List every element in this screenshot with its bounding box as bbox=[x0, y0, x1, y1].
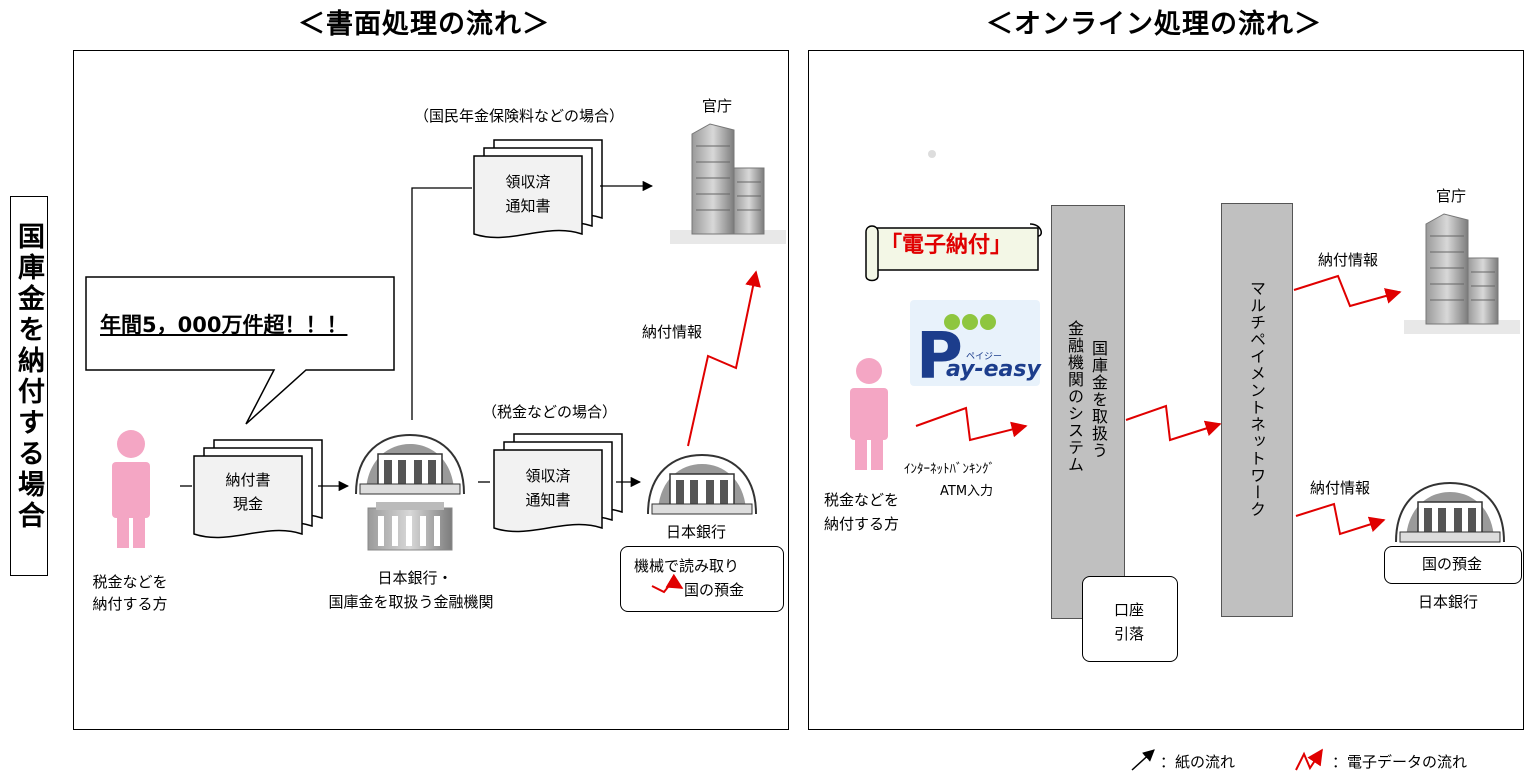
bank-building-icon bbox=[1395, 481, 1505, 543]
pay-easy-logo-icon: P bbox=[910, 300, 1040, 394]
paper-payer-label-1: 税金などを bbox=[92, 573, 168, 591]
electronic-flow-legend-icon bbox=[1295, 748, 1323, 771]
doc3-label-1: 領収済 bbox=[505, 173, 551, 191]
fi-label-col1: 金融機関のシステム bbox=[1065, 320, 1084, 473]
office-building-icon bbox=[1404, 213, 1520, 334]
online-payer-label-2: 納付する方 bbox=[824, 515, 900, 533]
faint-dot bbox=[928, 150, 936, 158]
side-title: 国庫金を納付する場合 bbox=[13, 222, 44, 532]
network-label: マルチペイメントネットワーク bbox=[1247, 280, 1266, 518]
channel-label-1: ｲﾝﾀｰﾈｯﾄﾊﾞﾝｷﾝｸﾞ bbox=[904, 462, 995, 477]
tax-case-label: （税金などの場合） bbox=[482, 403, 618, 421]
bank-label-2: 国庫金を取扱う金融機関 bbox=[328, 593, 494, 611]
scroll-banner bbox=[865, 223, 1043, 282]
doc1-label-2: 現金 bbox=[232, 495, 263, 513]
document-stack-icon bbox=[193, 439, 323, 539]
document-stack-icon bbox=[493, 433, 623, 533]
bank-office-icon bbox=[367, 502, 453, 551]
channel-label-2: ATM入力 bbox=[940, 484, 994, 499]
multi-payment-network-bar bbox=[1221, 203, 1293, 617]
account-debit-box bbox=[1082, 576, 1178, 662]
account-label-1: 口座 bbox=[1113, 601, 1144, 619]
svg-text:P: P bbox=[916, 320, 963, 394]
person-icon bbox=[112, 430, 150, 548]
doc2-label-2: 通知書 bbox=[525, 491, 571, 509]
bank-building-icon bbox=[647, 453, 757, 515]
payeasy-kana: ペイジー bbox=[966, 352, 1003, 362]
paper-ministry-label: 官庁 bbox=[702, 97, 733, 115]
bank-label-1: 日本銀行・ bbox=[377, 569, 453, 587]
doc1-label-1: 納付書 bbox=[225, 471, 271, 489]
doc2-label-1: 領収済 bbox=[525, 467, 571, 485]
legend-paper-label: ：紙の流れ bbox=[1160, 753, 1236, 771]
online-info-top-label: 納付情報 bbox=[1318, 251, 1379, 269]
legend-electronic-label: ：電子データの流れ bbox=[1332, 753, 1468, 771]
paper-boj-label: 日本銀行 bbox=[666, 523, 727, 541]
online-info-bottom-label: 納付情報 bbox=[1310, 479, 1371, 497]
side-title-frame bbox=[10, 196, 48, 576]
financial-institution-system-bar bbox=[1051, 205, 1125, 619]
paper-heading: ＜書面処理の流れ＞ bbox=[298, 9, 550, 40]
paper-panel bbox=[73, 50, 789, 730]
online-heading: ＜オンライン処理の流れ＞ bbox=[986, 9, 1322, 40]
doc3-label-2: 通知書 bbox=[505, 197, 551, 215]
paper-info-label: 納付情報 bbox=[642, 323, 703, 341]
note-label-2: 国の預金 bbox=[684, 581, 745, 599]
national-deposit-box bbox=[1384, 546, 1522, 584]
paper-payer-label-2: 納付する方 bbox=[92, 595, 168, 613]
account-label-2: 引落 bbox=[1113, 625, 1144, 643]
fi-label-col2: 国庫金を取扱う bbox=[1089, 340, 1108, 459]
online-payer-label-1: 税金などを bbox=[824, 491, 900, 509]
office-building-icon bbox=[670, 123, 786, 244]
bank-building-icon bbox=[355, 433, 465, 495]
pension-case-label: （国民年金保険料などの場合） bbox=[414, 107, 625, 125]
online-ministry-label: 官庁 bbox=[1436, 187, 1467, 205]
machine-read-note bbox=[620, 546, 784, 612]
online-boj-label: 日本銀行 bbox=[1418, 593, 1479, 611]
denshi-label: 「電子納付」 bbox=[880, 233, 1013, 258]
paper-flow-legend-icon bbox=[1131, 749, 1155, 771]
payeasy-logo-text: ay-easy bbox=[946, 357, 1041, 382]
speech-text: 年間5，000万件超！！！ bbox=[100, 313, 348, 337]
person-icon bbox=[850, 358, 888, 470]
note-label-1: 機械で読み取り bbox=[634, 557, 740, 575]
document-stack-icon bbox=[473, 139, 603, 239]
deposit-label: 国の預金 bbox=[1421, 555, 1482, 573]
